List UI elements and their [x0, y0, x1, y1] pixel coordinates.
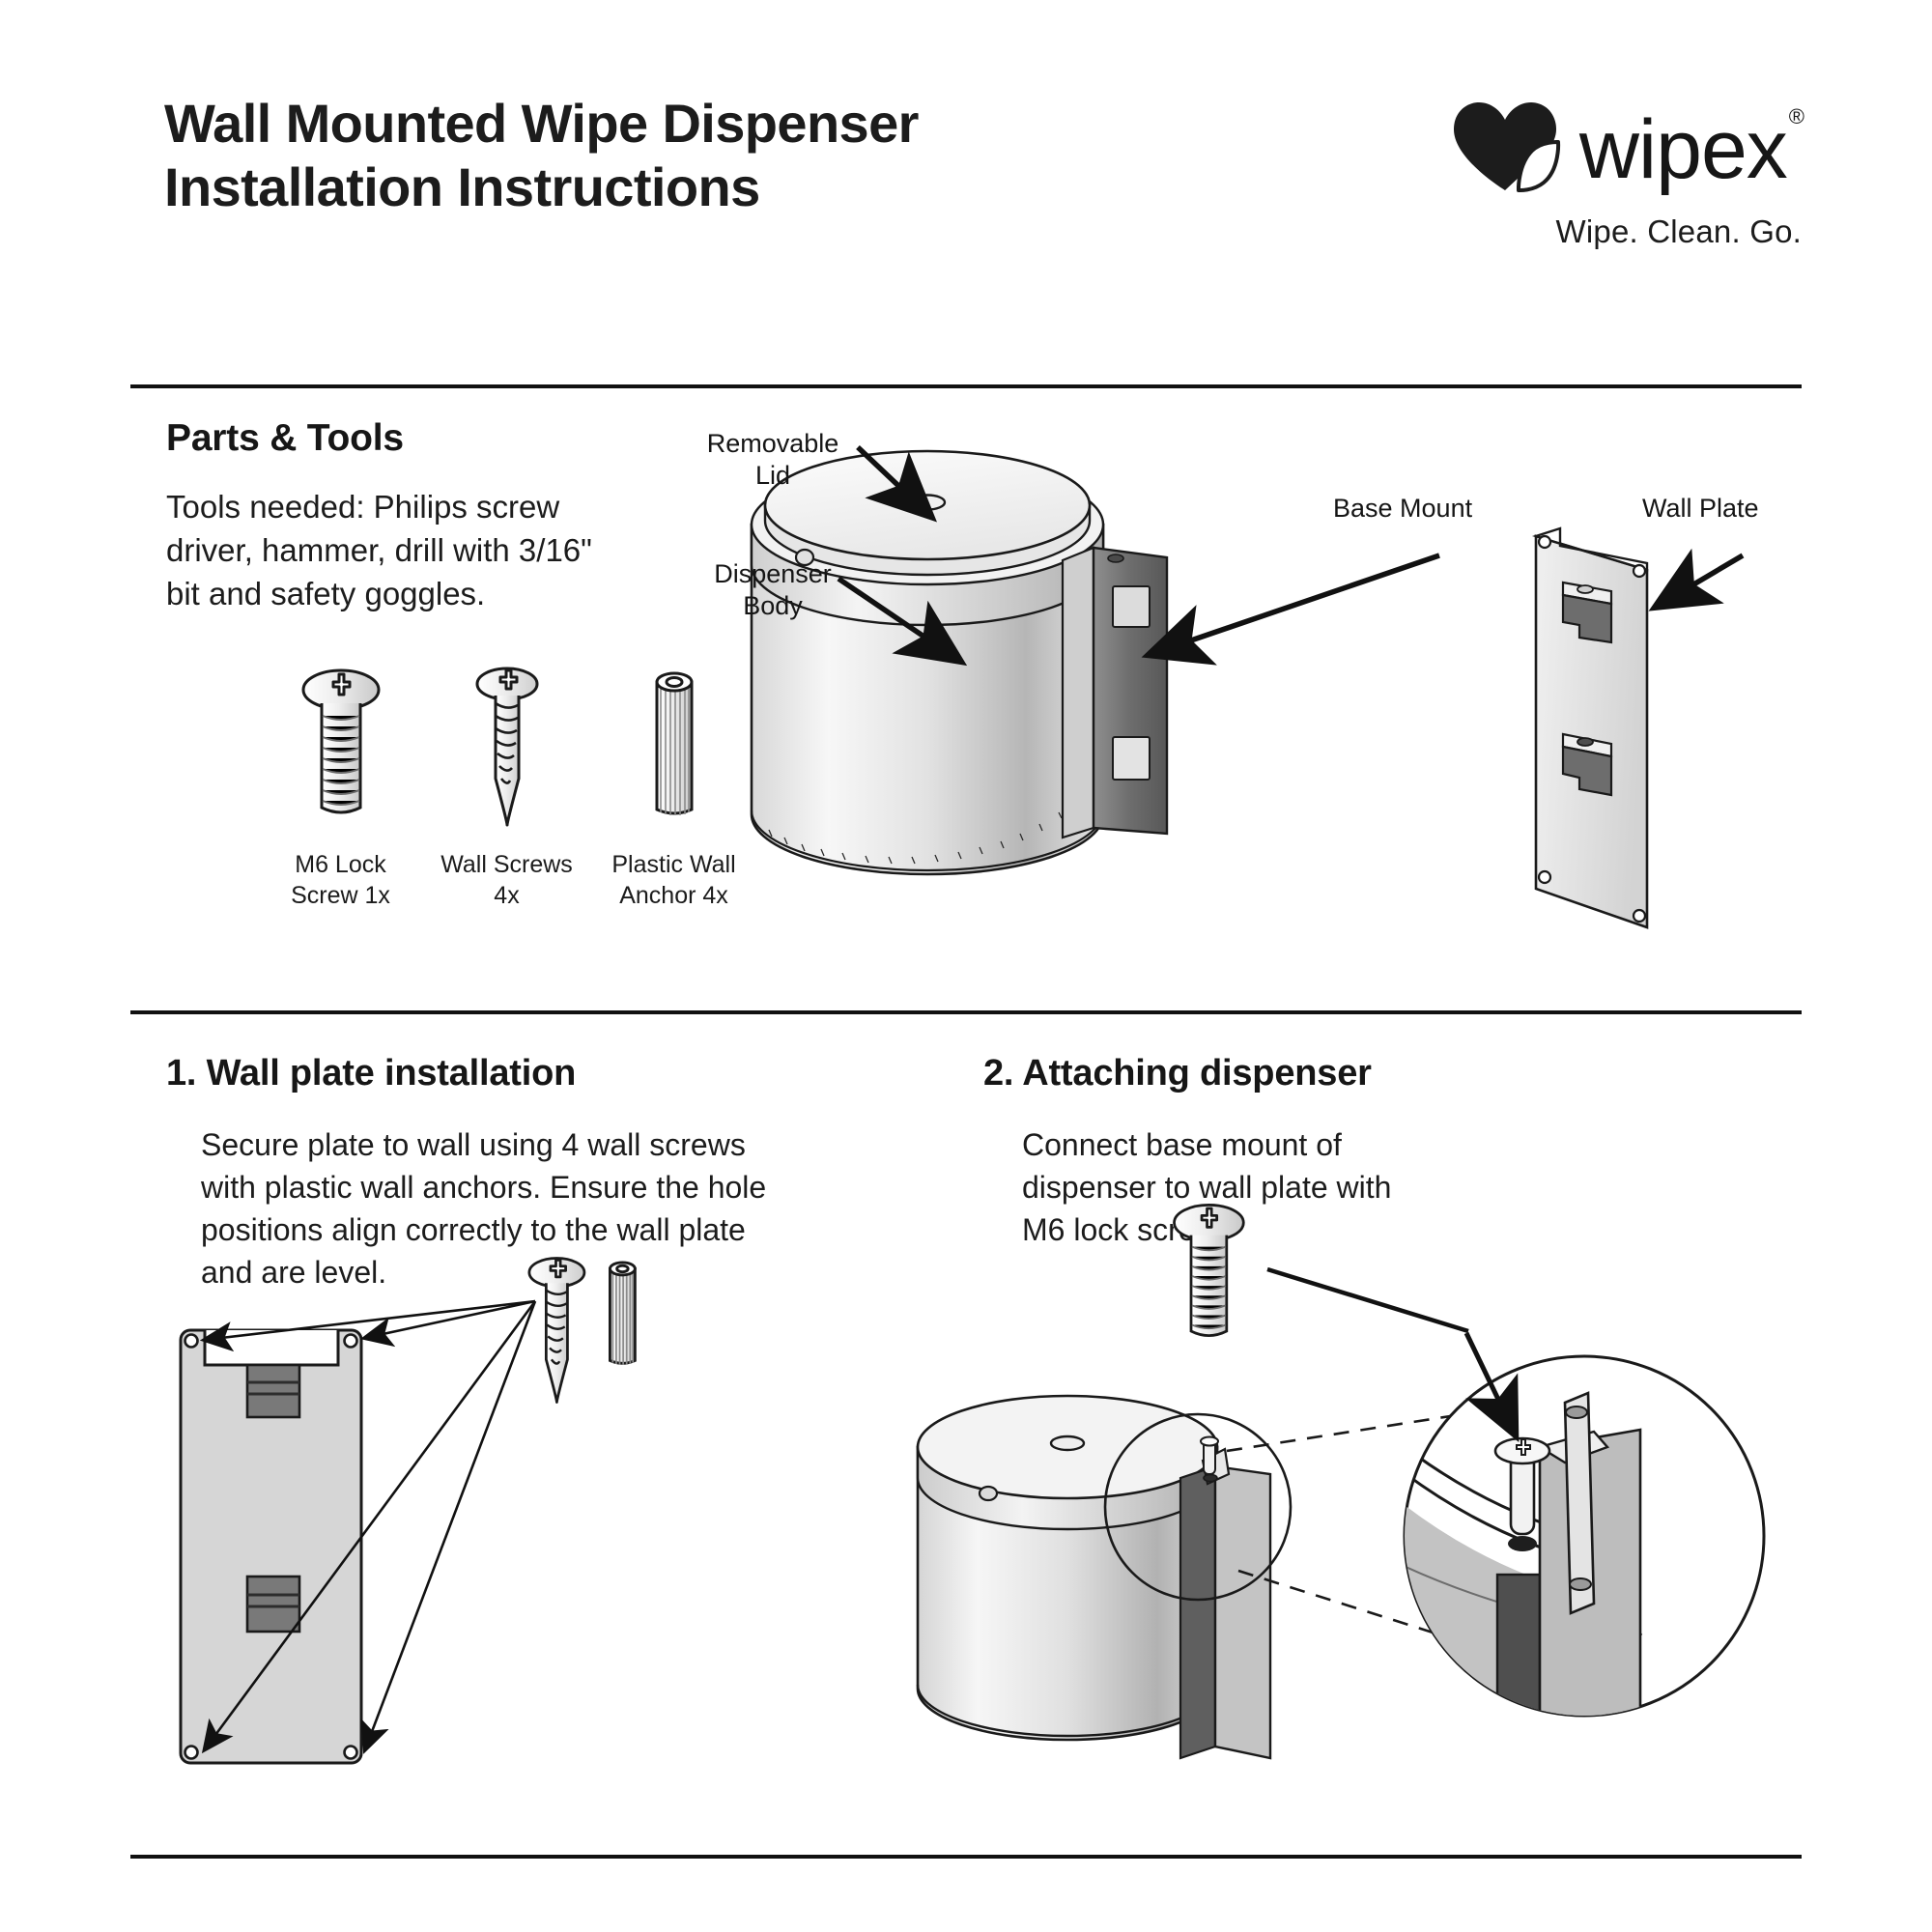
step-1-arrows: [199, 1299, 537, 1754]
wall-plate-illustration: [1531, 526, 1649, 929]
brand-wordmark: wipex®: [1579, 106, 1804, 191]
step-1-illustration: [155, 1251, 657, 1802]
heart-leaf-icon: [1448, 99, 1562, 193]
overview-illustration: [750, 445, 1745, 929]
part-caption: Wall Screws 4x: [422, 850, 591, 911]
product-overview-diagram: Removable Lid Dispenser Body Base Mount …: [676, 401, 1816, 980]
part-caption-line1: Plastic Wall: [611, 851, 736, 878]
step-1-body: Secure plate to wall using 4 wall screws…: [201, 1127, 767, 1291]
callout-dispenser-body: Dispenser Body: [676, 558, 869, 623]
brand-wordmark-text: wipex: [1578, 103, 1788, 196]
m6-screw-leader: [1266, 1266, 1469, 1334]
wall-screw-icon: [527, 1257, 586, 1404]
detail-magnified-view: [1403, 1331, 1766, 1718]
step-2-heading: 2. Attaching dispenser: [983, 1053, 1372, 1094]
callout-wall-plate: Wall Plate: [1642, 493, 1835, 525]
brand-lockup: wipex® Wipe. Clean. Go.: [1203, 99, 1804, 283]
part-caption-line1: M6 Lock: [295, 851, 386, 878]
step-2-illustration: [889, 1188, 1806, 1816]
part-caption-line2: 4x: [494, 881, 520, 909]
part-caption: Plastic Wall Anchor 4x: [589, 850, 758, 911]
page-title-line1: Wall Mounted Wipe Dispenser: [164, 93, 919, 154]
registered-mark: ®: [1788, 104, 1804, 129]
callout-line1: Base Mount: [1333, 494, 1473, 523]
part-caption-line1: Wall Screws: [440, 851, 573, 878]
part-item: Wall Screws 4x: [422, 665, 591, 911]
callout-line1: Wall Plate: [1642, 494, 1759, 523]
divider-middle: [130, 1010, 1802, 1014]
m6-lock-screw-icon: [1173, 1203, 1245, 1337]
callout-line2: Lid: [754, 461, 791, 491]
page-title: Wall Mounted Wipe Dispenser Installation…: [164, 92, 1179, 219]
tools-needed-text: Tools needed: Philips screw driver, hamm…: [166, 489, 592, 611]
brand-tagline: Wipe. Clean. Go.: [1555, 213, 1802, 249]
wall-screw-icon: [464, 663, 551, 837]
part-caption: M6 Lock Screw 1x: [256, 850, 425, 911]
dispenser-illustration: [750, 449, 1169, 876]
callout-base-mount: Base Mount: [1333, 493, 1560, 525]
callout-line1: Removable: [706, 429, 839, 458]
m6-lock-screw-icon: [298, 663, 384, 837]
callout-line2: Body: [743, 591, 803, 621]
page-title-line2: Installation Instructions: [164, 156, 760, 218]
divider-bottom: [130, 1855, 1802, 1859]
plastic-wall-anchor-icon: [608, 1261, 637, 1365]
divider-top: [130, 384, 1802, 388]
part-caption-line2: Screw 1x: [291, 881, 390, 909]
part-item: Plastic Wall Anchor 4x: [589, 665, 758, 911]
part-caption-line2: Anchor 4x: [619, 881, 728, 909]
callout-arrows: [837, 445, 1745, 667]
parts-list: M6 Lock Screw 1x: [256, 665, 758, 921]
callout-line1: Dispenser: [714, 559, 832, 588]
base-mount-bracket: [1061, 546, 1169, 839]
step-1-heading: 1. Wall plate installation: [166, 1053, 577, 1094]
document-header: Wall Mounted Wipe Dispenser Installation…: [130, 92, 1804, 285]
dispenser-mounted-illustration: [916, 1394, 1272, 1760]
part-item: M6 Lock Screw 1x: [256, 665, 425, 911]
detail-source-circle: [1103, 1412, 1293, 1602]
plastic-wall-anchor-icon: [631, 663, 718, 837]
callout-removable-lid: Removable Lid: [676, 428, 869, 493]
wall-plate-flat: [179, 1328, 363, 1765]
parts-heading: Parts & Tools: [166, 417, 404, 459]
